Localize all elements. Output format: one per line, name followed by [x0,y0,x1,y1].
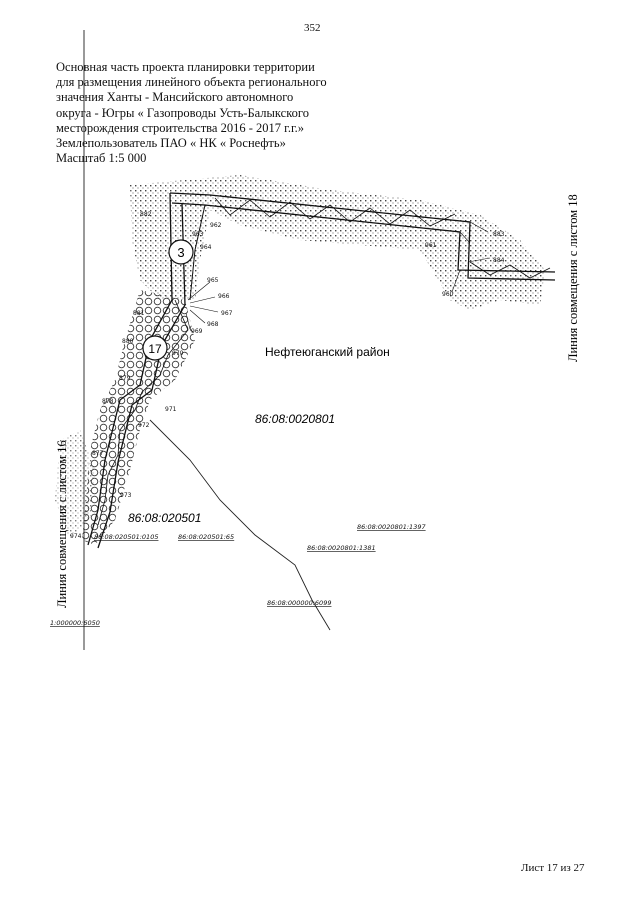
district-label: Нефтеюганский район [265,345,390,359]
point-number: 961 [425,242,437,249]
point-number: 969 [191,328,203,335]
section-circle-3 [168,239,194,265]
point-number: 884 [493,257,505,264]
section-circle-label: 3 [177,245,184,260]
point-number: 971 [165,406,177,413]
header-line: округа - Югры « Газопроводы Усть-Балыкск… [56,105,309,120]
callout-leaders [185,221,491,330]
cadastral-parcel: 1:000000:6050 [50,619,100,627]
header-line: значения Ханты - Мансийского автономного [56,90,294,105]
section-circle-17 [142,335,168,361]
point-number: 965 [207,277,219,284]
cadastral-parcel: 86:08:0020801:1397 [357,523,426,531]
point-number: 883 [493,231,505,238]
header-line: месторождения строительства 2016 - 2017 … [56,120,305,135]
point-number: 960 [442,291,454,298]
side-label-right: Линия совмещения с листом 18 [566,194,580,362]
parcel-boundary [149,419,331,631]
cadastral-quarter: 86:08:0020801 [255,412,335,426]
page-number: 352 [304,22,321,34]
point-number: 882 [140,211,152,218]
point-number: 964 [200,244,212,251]
dotted-terrain [130,175,545,310]
point-number: 966 [218,293,230,300]
section-circle-label: 17 [148,342,162,356]
circle-terrain [82,290,195,545]
point-number: 970 [172,350,184,357]
point-number: 881 [133,310,145,317]
point-number: 877 [92,450,104,457]
point-number: 880 [122,338,134,345]
scale-line: Масштаб 1:5 000 [56,151,147,166]
point-number: 963 [192,231,204,238]
point-number: 973 [120,492,132,499]
header-line: для размещения линейного объекта региона… [56,75,327,90]
point-number: 974 [70,533,82,540]
point-number: 967 [221,310,233,317]
point-number: 879 [119,375,131,382]
point-number: 878 [102,398,114,405]
header-block: Основная часть проекта планировки террит… [56,60,356,166]
point-number: 968 [207,321,219,328]
point-number: 972 [138,422,150,429]
cadastral-parcel: 86:08:000000:6099 [267,599,331,607]
side-label-left: Линия совмещения с листом 16 [55,440,69,608]
point-number: 962 [210,222,222,229]
header-line: Землепользователь ПАО « НК « Роснефть» [56,136,286,151]
cadastral-parcel: 86:08:0020801:1381 [307,544,376,552]
cadastral-quarter: 86:08:020501 [128,511,201,525]
sheet-number: Лист 17 из 27 [521,862,585,874]
cadastral-parcel: 86:08:020501:0105 [94,533,158,541]
header-line: Основная часть проекта планировки террит… [56,60,315,74]
cadastral-parcel: 86:08:020501:65 [178,533,234,541]
